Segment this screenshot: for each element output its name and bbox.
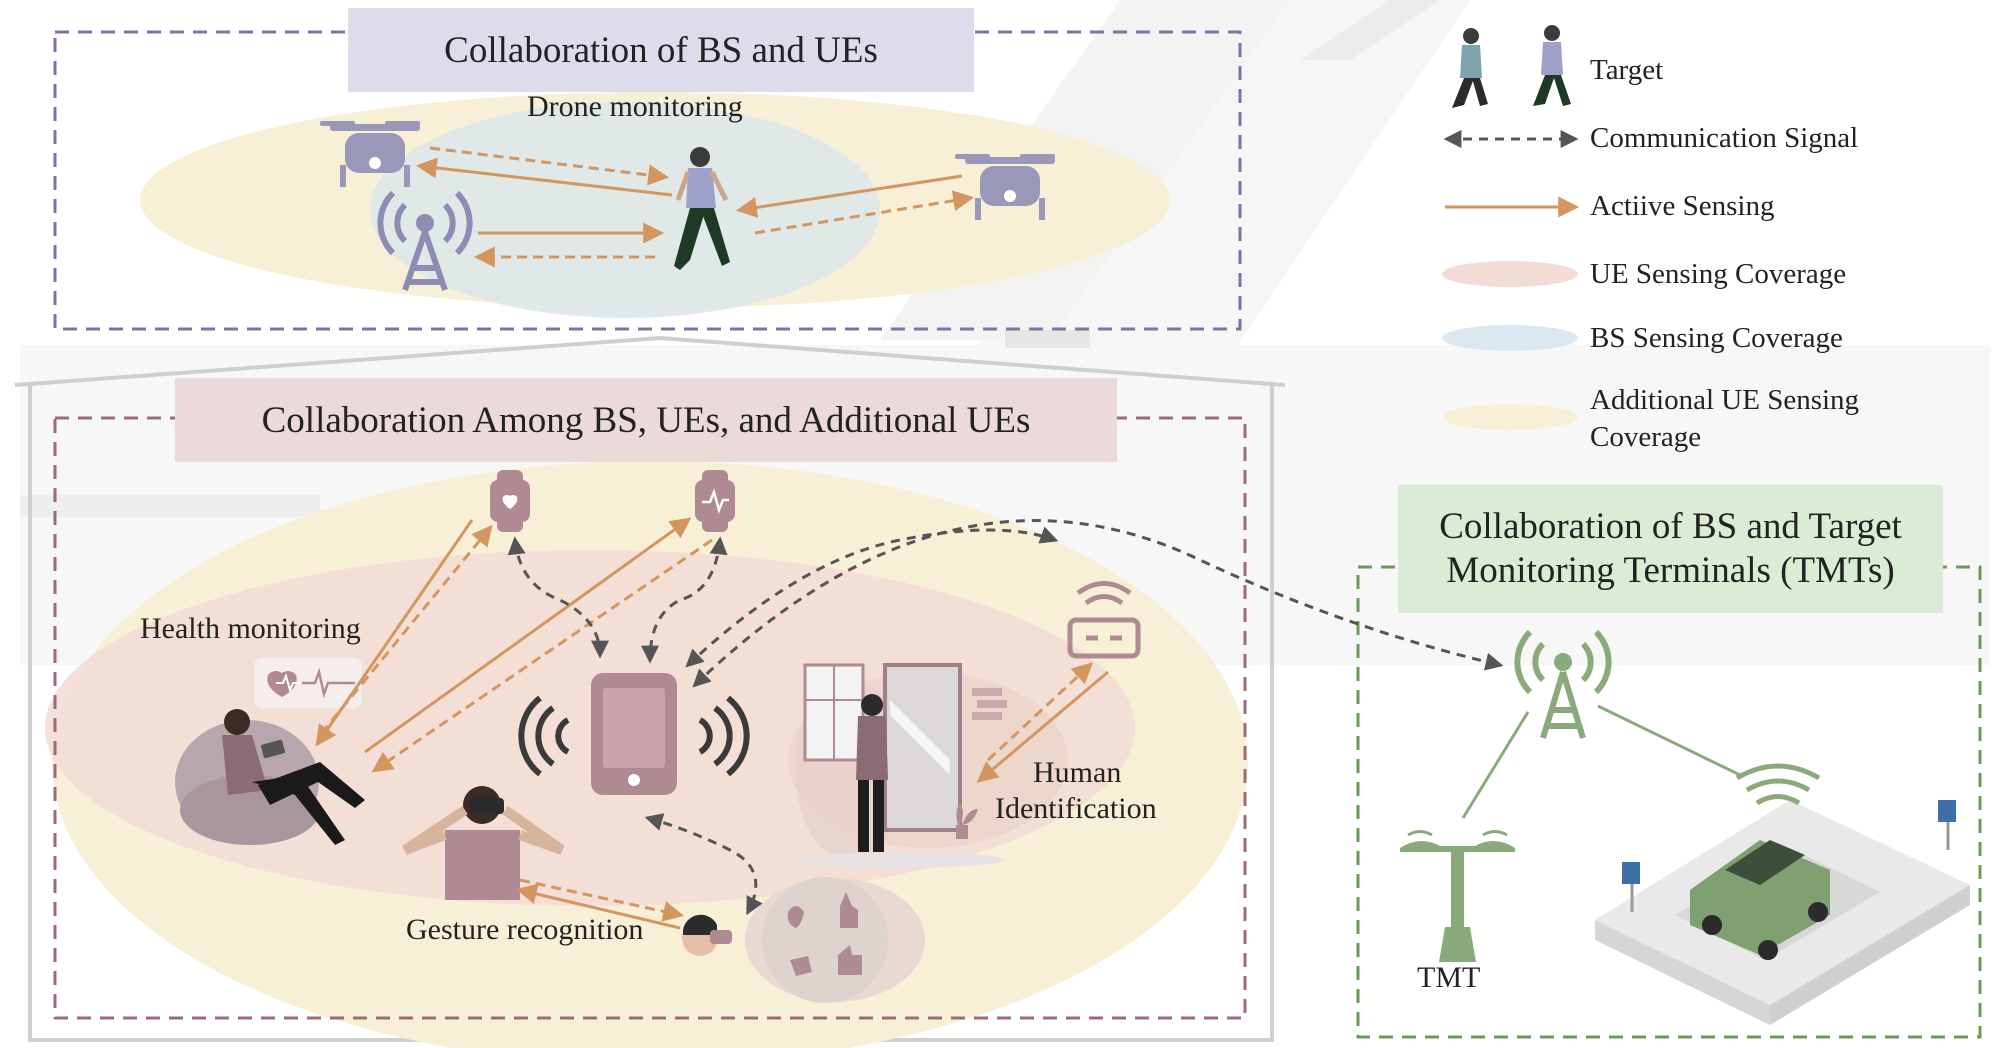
top-panel-title: Collaboration of BS and UEs — [444, 29, 878, 71]
legend-ue-coverage-label: UE Sensing Coverage — [1590, 258, 1847, 290]
router-icon — [1067, 581, 1141, 659]
legend-additional-coverage-label-line2: Coverage — [1590, 421, 1702, 453]
legend-additional-coverage-swatch — [1442, 404, 1578, 430]
top-title-bg — [348, 8, 974, 92]
middle-panel-title: Collaboration Among BS, UEs, and Additio… — [261, 399, 1031, 441]
tmt-links — [1461, 704, 1741, 819]
communication-arrows — [507, 519, 1504, 916]
legend-bs-coverage-swatch — [1442, 325, 1578, 351]
person-vr-headset-icon — [402, 786, 565, 900]
legend-additional-coverage-label-line1: Additional UE Sensing — [1590, 384, 1860, 416]
car-icon — [1690, 840, 1830, 960]
right-panel-title-line2: Monitoring Terminals (TMTs) — [1446, 550, 1895, 591]
tmt-lamp-icon — [1400, 830, 1515, 962]
health-monitoring-label: Health monitoring — [140, 612, 361, 645]
smartwatch-heart-icon — [490, 470, 530, 532]
right-title-bg — [1398, 485, 1943, 613]
legend-target-label: Target — [1590, 54, 1664, 86]
right-panel-title-line1: Collaboration of BS and Target — [1439, 506, 1902, 547]
legend-bs-coverage-label: BS Sensing Coverage — [1590, 322, 1843, 354]
tablet-device-icon — [591, 673, 677, 795]
car-signal-icon — [1735, 763, 1821, 806]
human-identification-label-line1: Human — [1033, 756, 1122, 789]
right-panel-title: Collaboration of BS and Target Monitorin… — [1398, 485, 1943, 613]
drone-monitoring-label: Drone monitoring — [527, 90, 743, 123]
legend-active-sensing-label: Actiive Sensing — [1590, 190, 1775, 222]
tmt-label: TMT — [1417, 961, 1481, 994]
tablet-signal-waves-icon — [518, 695, 750, 777]
legend-ue-coverage-swatch — [1442, 261, 1578, 287]
top-sensing-arrows — [415, 146, 975, 268]
heartbeat-card-icon — [254, 658, 362, 708]
top-panel-frame — [53, 30, 1242, 331]
smartwatch-pulse-icon — [695, 470, 735, 532]
legend-target-icon — [1452, 25, 1571, 108]
human-identification-label-line2: Identification — [995, 792, 1157, 825]
walking-person-top-icon — [674, 147, 730, 270]
base-station-top-icon — [377, 190, 473, 291]
middle-panel-frame — [53, 416, 1247, 1020]
person-at-door-icon — [795, 663, 1007, 868]
base-station-right-icon — [1514, 629, 1612, 739]
drone-right-icon — [955, 154, 1055, 220]
small-vr-head-icon — [682, 914, 732, 956]
person-beanbag-icon — [175, 709, 365, 845]
gesture-recognition-label: Gesture recognition — [406, 913, 644, 946]
drone-left-icon — [320, 121, 420, 187]
hand-gestures-icon — [762, 877, 888, 1003]
middle-title-bg — [175, 378, 1117, 462]
legend-communication-label: Communication Signal — [1590, 122, 1859, 154]
